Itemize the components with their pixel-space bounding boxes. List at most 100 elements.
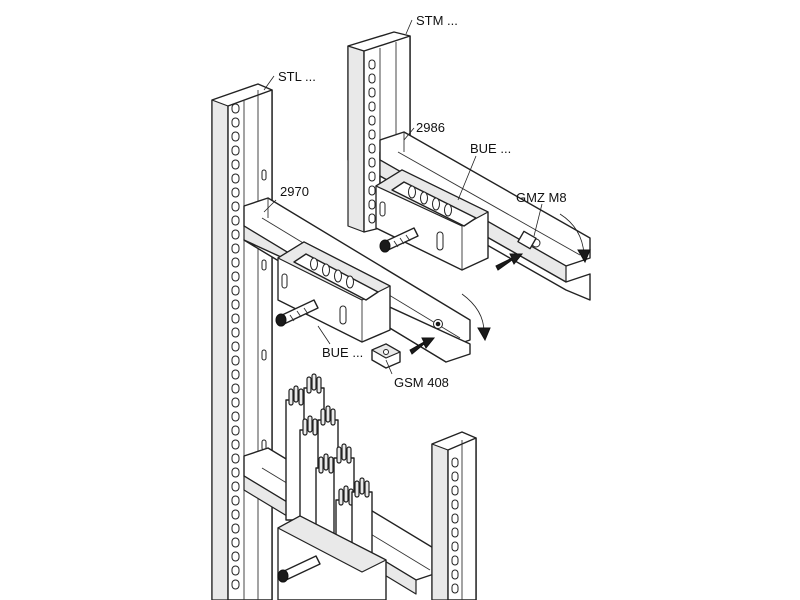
slot-hole [231,187,240,198]
cable-core [320,408,326,426]
cable-core [318,456,324,474]
screw-top [379,227,419,253]
slot-hole [231,313,240,324]
slot-hole [368,59,376,70]
bracket-hole [408,185,416,199]
slot-hole [368,171,376,182]
slot-hole [451,499,459,510]
slot-hole [451,513,459,524]
bracket-hole [346,275,354,289]
slot-hole [231,481,240,492]
slot-hole [231,131,240,142]
slot-hole [231,257,240,268]
slot-hole [231,243,240,254]
slot-hole [231,201,240,212]
screw-lower [277,555,321,583]
slot-hole [231,383,240,394]
arrow-rotate-middle [461,293,491,342]
cable-core [354,480,360,498]
cable-core [288,388,294,406]
slot-hole [231,285,240,296]
slot-hole [231,439,240,450]
slot-hole [231,369,240,380]
cable-core [336,446,342,464]
slot-hole [368,185,376,196]
bracket-hole [420,191,428,205]
slot-hole [231,145,240,156]
slot-hole [231,523,240,534]
slot-hole [231,397,240,408]
cable-core [302,418,308,436]
cable-core [330,408,336,426]
slot-hole [231,215,240,226]
arrow-insert-gsm [409,337,436,355]
arrow-insert-gmz [495,253,524,271]
slot-hole [231,495,240,506]
label-2970: 2970 [280,184,309,199]
cable-core [298,388,304,406]
slot-hole [451,457,459,468]
cable-core [343,485,349,503]
label-gsm-408: GSM 408 [394,375,449,390]
cable-core [338,488,344,506]
slot-hole [451,583,459,594]
bracket-hole [432,197,440,211]
cable-core [312,418,318,436]
cable-core [364,480,370,498]
bracket-hole [322,263,330,277]
slot-hole [231,229,240,240]
bracket-hole [334,269,342,283]
upright-stl [211,83,273,600]
cable-core [307,415,313,433]
bracket-bue-bottom [277,241,391,343]
slot-hole [231,425,240,436]
cable-core [328,456,334,474]
screw-middle [275,299,319,327]
flange-slot [261,349,267,361]
flange-slot [261,259,267,271]
cable-core [293,385,299,403]
slot-hole [451,471,459,482]
slot-hole [231,551,240,562]
slot-hole [231,565,240,576]
label-2986: 2986 [416,120,445,135]
slot-hole [368,73,376,84]
upright-lower-right [431,431,477,600]
leader-lines [263,19,543,375]
cable-core [325,405,331,423]
slot-hole [368,101,376,112]
slot-hole [231,537,240,548]
slot-hole [368,87,376,98]
slot-hole [231,159,240,170]
slot-hole [231,341,240,352]
slot-hole [368,213,376,224]
bracket-bue-top [375,169,489,271]
label-bue-top: BUE ... [470,141,511,156]
slot-hole [368,129,376,140]
slot-hole [231,467,240,478]
nut-gsm-408 [371,343,401,369]
cable-core [311,373,317,391]
label-bue-bottom: BUE ... [322,345,363,360]
cable-core [359,477,365,495]
slot-hole [231,173,240,184]
slot-hole [231,453,240,464]
cable-core [323,453,329,471]
slot-hole [231,327,240,338]
slot-hole [368,143,376,154]
slot-hole [231,509,240,520]
bracket-hole [310,257,318,271]
flange-slot [261,169,267,181]
slot-hole [451,555,459,566]
slot-hole [231,579,240,590]
slot-hole [368,199,376,210]
slot-hole [231,355,240,366]
arrow-rotate-top [559,213,591,264]
label-stm: STM ... [416,13,458,28]
slot-hole [231,117,240,128]
cable-core [341,443,347,461]
slot-hole [231,271,240,282]
upright-stm [347,31,411,233]
label-stl: STL ... [278,69,316,84]
